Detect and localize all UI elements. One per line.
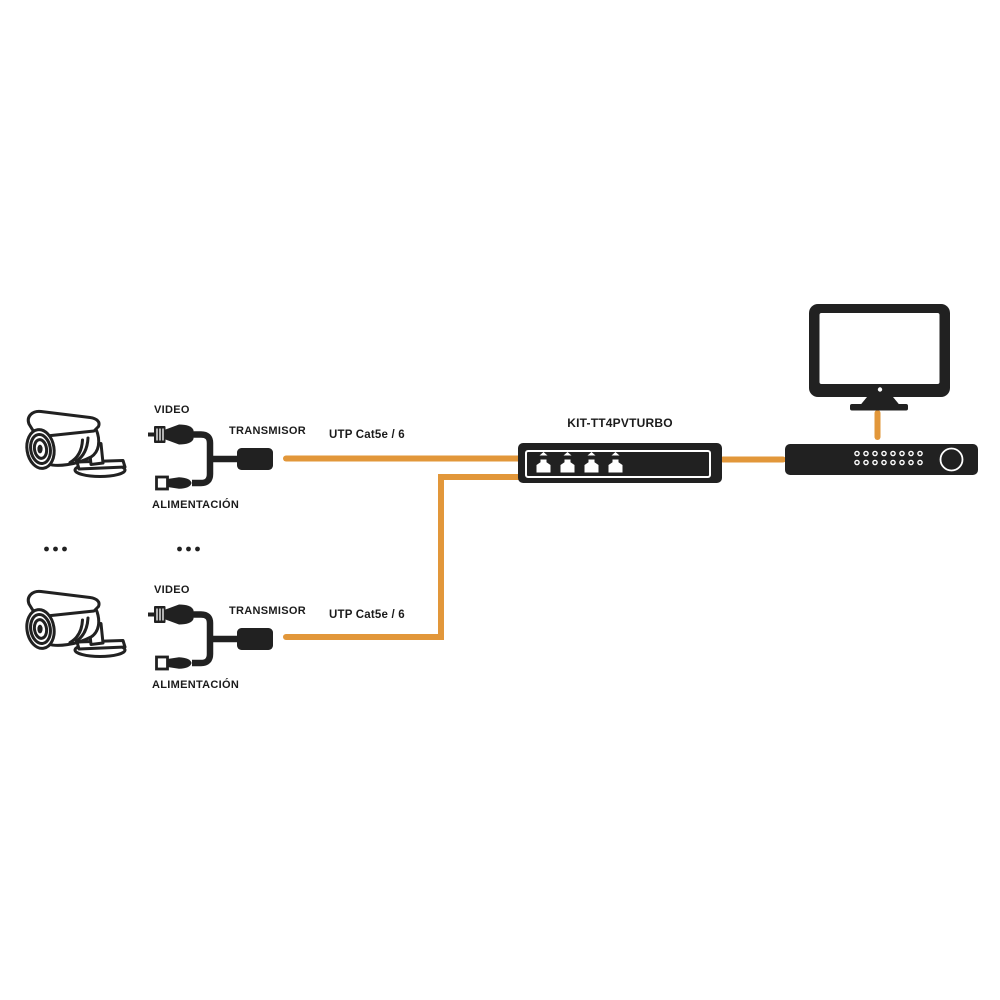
video-label: VIDEO [154,584,190,596]
switch-body [518,443,722,483]
bullet-camera-icon [24,587,138,659]
monitor-stand-base [850,404,908,411]
power-label: ALIMENTACIÓN [152,679,240,691]
cable-type-label: UTP Cat5e / 6 [329,429,405,441]
monitor-icon [809,304,950,411]
dvr-vent-holes [854,450,923,466]
monitor-power-led [877,387,883,392]
monitor-stand-neck [860,397,900,406]
transmitter-label: TRANSMISOR [229,425,306,437]
dvr-jog-dial [939,447,964,472]
switch-faceplate [525,450,711,478]
dvr-recorder-icon [785,444,978,475]
power-label: ALIMENTACIÓN [152,499,240,511]
cable-camera2-to-switch [283,474,523,640]
switch-model-label: KIT-TT4PVTURBO [567,416,673,430]
monitor-screen [819,313,940,384]
ellipsis-icon [44,546,67,552]
camera-group-1: VIDEO TRANSMISOR ALIMENTACIÓN UTP Cat5e … [0,404,405,511]
utp-receiver-switch-icon [518,443,722,483]
video-label: VIDEO [154,404,190,416]
cable-type-label: UTP Cat5e / 6 [329,609,405,621]
transmitter-label: TRANSMISOR [229,605,306,617]
ellipsis-icon [177,546,200,552]
dvr-body [785,444,978,475]
camera-group-2: VIDEO TRANSMISOR ALIMENTACIÓN UTP Cat5e … [0,180,1000,720]
